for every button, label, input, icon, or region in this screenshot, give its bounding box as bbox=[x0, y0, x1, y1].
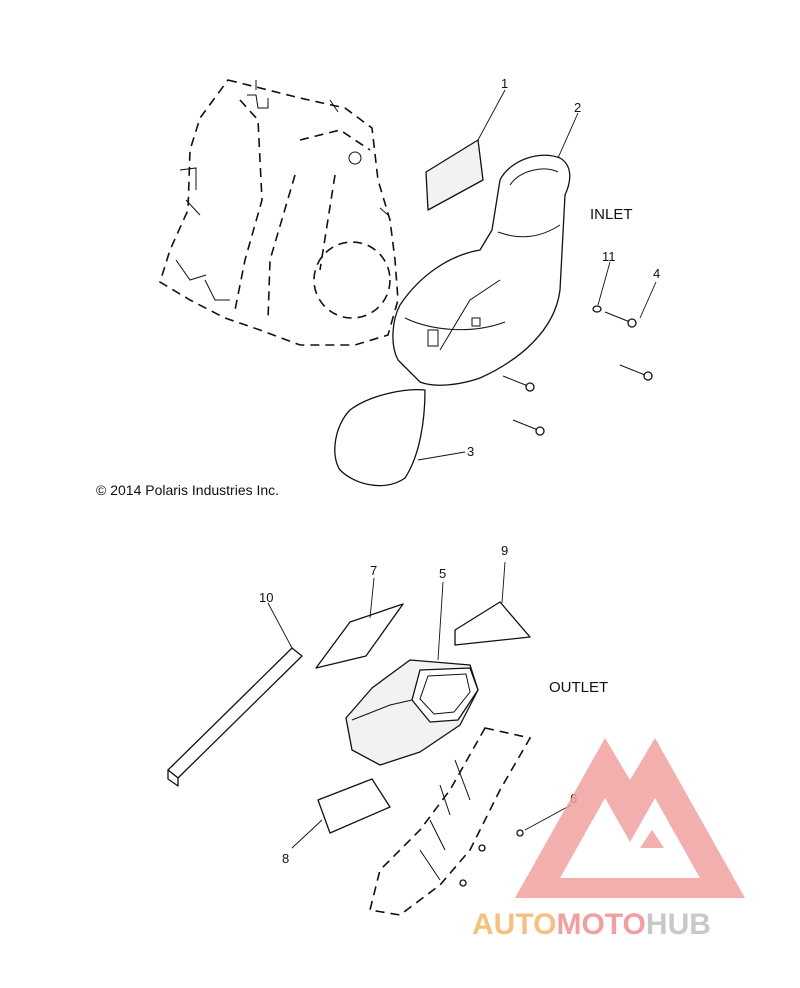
callout-3: 3 bbox=[467, 444, 474, 459]
callout-1: 1 bbox=[501, 76, 508, 91]
callout-4: 4 bbox=[653, 266, 660, 281]
bolt-4-a bbox=[604, 311, 637, 328]
callout-10: 10 bbox=[259, 590, 273, 605]
engine-outline bbox=[159, 79, 399, 346]
part-8-pad bbox=[317, 778, 391, 834]
watermark-text-hub: HUB bbox=[646, 908, 711, 941]
inlet-label: INLET bbox=[590, 206, 633, 223]
callout-5: 5 bbox=[439, 566, 446, 581]
part-5-outlet-duct bbox=[345, 659, 479, 766]
leader-lines bbox=[267, 89, 657, 849]
callout-8: 8 bbox=[282, 851, 289, 866]
part-9-pad bbox=[454, 601, 531, 646]
callout-7: 7 bbox=[370, 563, 377, 578]
watermark-logo: AUTOMOTOHUB bbox=[472, 738, 745, 941]
part-7-pad bbox=[315, 603, 404, 669]
watermark-text: AUTOMOTOHUB bbox=[472, 908, 711, 941]
washer-11 bbox=[592, 305, 602, 313]
part-2-inlet-duct bbox=[392, 154, 571, 386]
callouts: 1 2 3 4 11 5 6 7 8 9 10 bbox=[259, 76, 660, 866]
copyright-text: © 2014 Polaris Industries Inc. bbox=[96, 482, 279, 498]
watermark-triangle-icon bbox=[515, 738, 745, 898]
watermark-text-auto: AUTO bbox=[472, 908, 556, 941]
callout-9: 9 bbox=[501, 543, 508, 558]
bolt-4-d bbox=[512, 419, 545, 436]
part-3-gasket bbox=[334, 389, 426, 487]
part-6-cover bbox=[369, 727, 532, 916]
watermark-text-moto: MOTO bbox=[556, 908, 645, 941]
part-10-strip bbox=[167, 647, 303, 787]
part-1-inlet-pad bbox=[425, 139, 484, 211]
bolts-group bbox=[502, 305, 653, 436]
bolt-4-c bbox=[502, 375, 535, 392]
outlet-label: OUTLET bbox=[549, 679, 608, 696]
callout-11: 11 bbox=[602, 249, 616, 264]
bolt-4-b bbox=[619, 364, 653, 381]
callout-2: 2 bbox=[574, 100, 581, 115]
